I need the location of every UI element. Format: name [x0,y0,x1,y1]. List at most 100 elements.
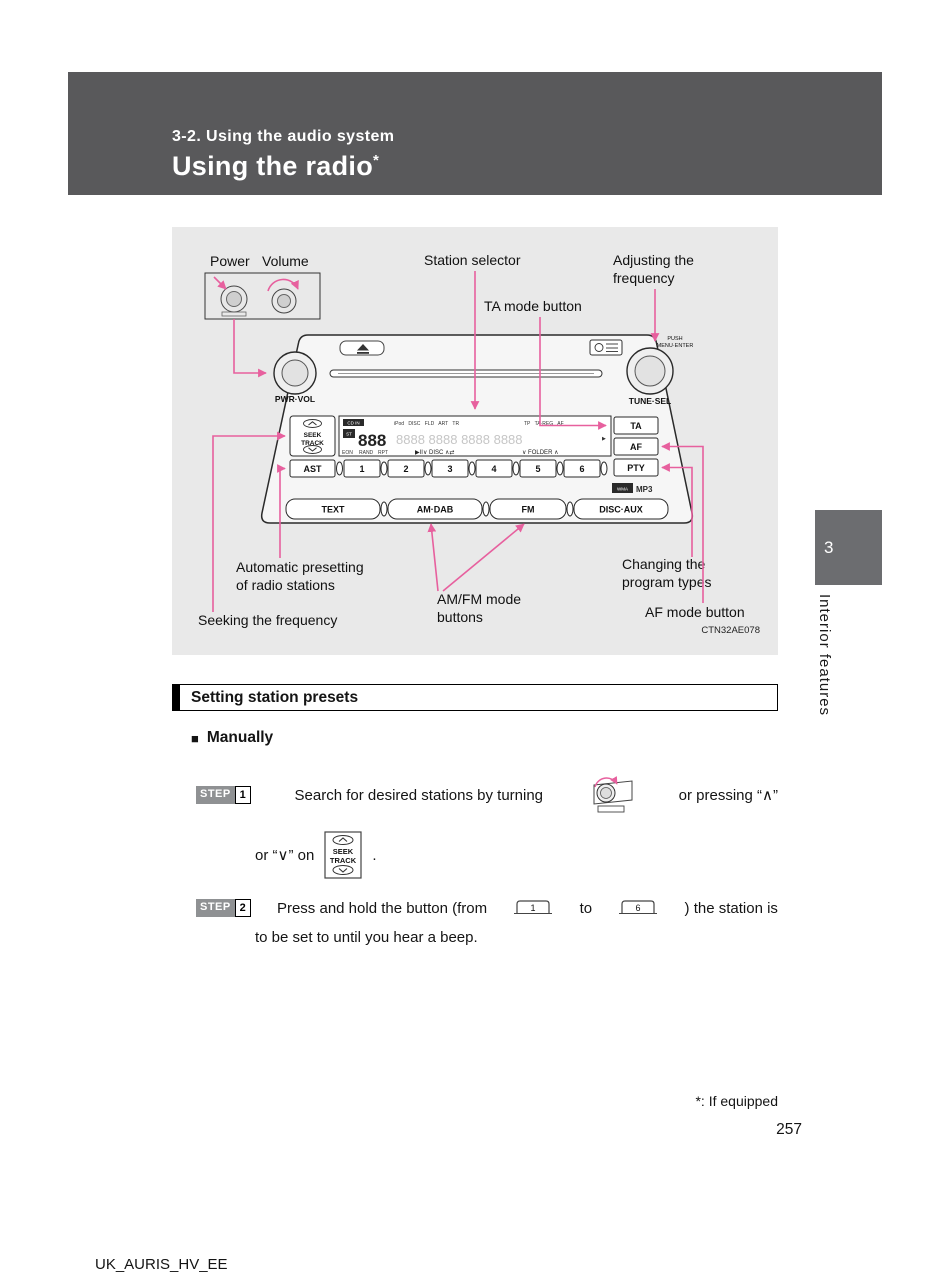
ast-button: AST [289,459,336,478]
seek-label: SEEK [304,432,322,439]
step1-period: . [372,846,377,864]
bottom-separators [380,501,574,517]
chapter-header-band: 3-2. Using the audio system Using the ra… [68,72,882,195]
rpt-indicator: RPT [378,450,388,456]
step2-to: to [579,899,593,917]
chapter-number: 3 [824,537,834,557]
tune-select-knob [626,347,674,395]
pty-label: PTY [627,463,645,473]
ast-callout-line [277,464,286,558]
text-button: TEXT [285,498,381,520]
title-asterisk: * [373,152,380,169]
step2-text-2: ) the station is [684,899,778,917]
text-button-label: TEXT [321,505,345,515]
footer-code: UK_AURIS_HV_EE [95,1256,228,1273]
st-indicator: ST [346,432,352,437]
preset-2-label: 2 [403,464,408,474]
chapter-tab: 3 [815,510,882,585]
ta-button: TA [613,416,659,435]
page-number: 257 [776,1121,802,1138]
push-label: PUSH [667,336,682,342]
chapter-side-label: Interior features [816,594,833,717]
af-label: AF [630,442,642,452]
frequency-digits: 888 [358,431,386,450]
am-dab-button-label: AM·DAB [417,505,454,515]
section-title: Setting station presets [191,689,359,706]
display-segments: 8888 8888 8888 8888 [396,432,523,447]
label-volume: Volume [262,253,309,269]
step-word: STEP [196,786,235,804]
radio-unit: PWR·VOL PUSH MENU·ENTER [260,334,694,524]
step2-text-1: Press and hold the button (from [276,899,488,917]
lcd-display: CD IN ST 888 iPod DISC FLD ART TR TP TA·… [338,415,612,457]
step1-line2: or “∨” on SEEK TRACK . [255,831,377,879]
display-indicators-left: iPod DISC FLD ART TR [394,421,459,427]
am-dab-callout-line [427,523,439,592]
tune-sel-label: TUNE·SEL [629,396,672,406]
folder-indicators: ∨ FOLDER ∧ [522,450,558,456]
power-knob-icon [220,285,248,317]
callout-lines [212,271,704,612]
wma-mp3-logo: WMA MP3 [612,483,653,494]
label-auto-preset-1: Automatic presetting [236,559,364,575]
disc-aux-button-label: DISC·AUX [599,505,643,515]
section-heading: 3-2. Using the audio system [172,128,395,145]
preset-6-icon: 6 [619,900,658,914]
label-changing-1: Changing the [622,556,706,572]
seek-track-icon: SEEK TRACK [324,831,362,879]
section-header-bar [173,685,180,710]
fm-callout-line [442,523,525,592]
eject-button [339,340,385,356]
preset-button-5: 5 [519,459,557,478]
label-amfm-2: buttons [437,609,483,625]
label-seeking: Seeking the frequency [198,612,337,628]
seek-callout-line [212,431,286,612]
preset-1-label: 1 [359,464,364,474]
power-press-arrow [213,276,227,290]
label-changing-2: program types [622,574,711,590]
ast-label: AST [304,464,323,474]
disc-aux-button: DISC·AUX [573,498,669,520]
figure-code: CTN32AE078 [701,625,760,636]
label-adjusting-2: frequency [613,270,674,286]
page-title-text: Using the radio [172,151,374,181]
step1-text-1: Search for desired stations by turning [294,786,544,804]
icon-preset-1-label: 1 [531,903,536,913]
preset-6-label: 6 [579,464,584,474]
wma-label: WMA [617,487,628,492]
icon-preset-6-label: 6 [636,903,641,913]
af-callout-line [661,442,704,603]
square-bullet: ■ [191,730,199,746]
pwr-vol-label: PWR·VOL [275,394,315,404]
footnote: *: If equipped [695,1093,778,1109]
track-label: TRACK [301,440,324,447]
seek-track-button: SEEK TRACK [289,415,336,457]
label-power: Power [210,253,250,269]
step-word: STEP [196,899,235,917]
section-header: Setting station presets [172,684,778,711]
step1-text-3: or “∨” on [255,847,315,864]
display-cursor: ▶ [602,436,606,442]
am-dab-button: AM·DAB [387,498,483,520]
power-volume-knob [273,351,317,395]
tune-knob-icon [593,776,633,813]
step2-text-3: to be set to until you hear a beep. [255,929,478,946]
label-station-selector: Station selector [424,252,521,268]
step1-number: 1 [234,786,251,804]
ta-label: TA [630,421,642,431]
icon-track-label: TRACK [330,856,357,865]
display-indicators-right: TP TA·REG AF [524,421,564,427]
cd-logo [589,339,623,356]
menu-enter-label: MENU·ENTER [657,343,694,349]
ta-mode-callout-line [539,317,607,430]
label-af-mode: AF mode button [645,604,745,620]
preset-5-label: 5 [535,464,540,474]
af-button: AF [613,437,659,456]
pty-callout-line [661,463,693,557]
step2-number: 2 [234,899,251,917]
